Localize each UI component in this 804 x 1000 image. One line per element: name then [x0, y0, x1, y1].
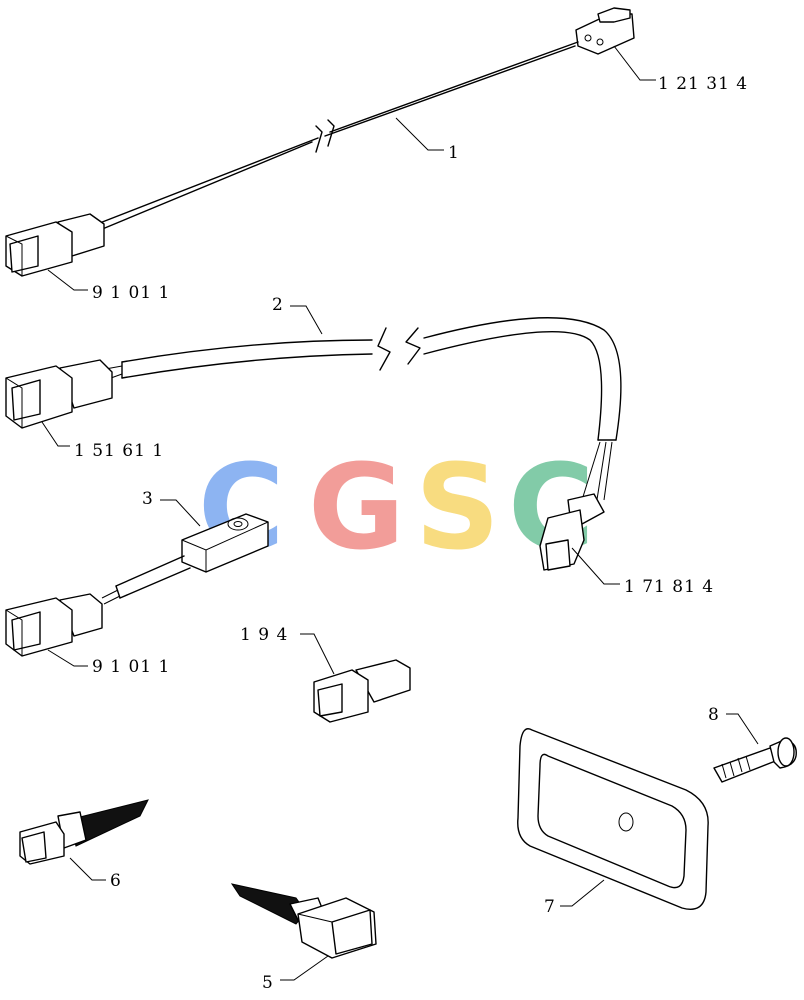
callout-5: 5: [262, 973, 274, 993]
callout-1-51-61-1: 1 51 61 1: [74, 441, 164, 461]
connector-194: [313, 659, 411, 723]
callout-9-1-01-1-a: 9 1 01 1: [92, 283, 170, 303]
part-7-gasket: [517, 728, 709, 910]
watermark-letter-3: S: [415, 438, 500, 576]
part-5-terminal: [230, 883, 377, 959]
connector-part-2-left: [5, 359, 113, 429]
connector-top-right: [575, 7, 635, 55]
callout-1-9-4: 1 9 4: [240, 625, 288, 645]
part-6-terminal: [19, 799, 149, 865]
callout-9-1-01-1-b: 9 1 01 1: [92, 657, 170, 677]
connector-part-2-right: [539, 493, 605, 571]
watermark-letter-2: G: [308, 438, 405, 576]
part-8-bolt: [713, 737, 797, 783]
callout-1: 1: [448, 143, 460, 163]
part-2-cable: [5, 317, 622, 571]
watermark: C G S C: [198, 438, 595, 576]
callout-8: 8: [708, 705, 720, 725]
part-1-harness: [5, 7, 635, 277]
connector-part-1-left: [5, 213, 105, 277]
callout-1-21-31-4: 1 21 31 4: [658, 74, 748, 94]
callout-6: 6: [110, 871, 122, 891]
connector-part-3: [5, 593, 103, 657]
callout-1-71-81-4: 1 71 81 4: [624, 577, 714, 597]
callout-3: 3: [142, 489, 154, 509]
callout-7: 7: [544, 897, 556, 917]
callout-2: 2: [272, 295, 284, 315]
part-3-sensor: [5, 513, 269, 657]
